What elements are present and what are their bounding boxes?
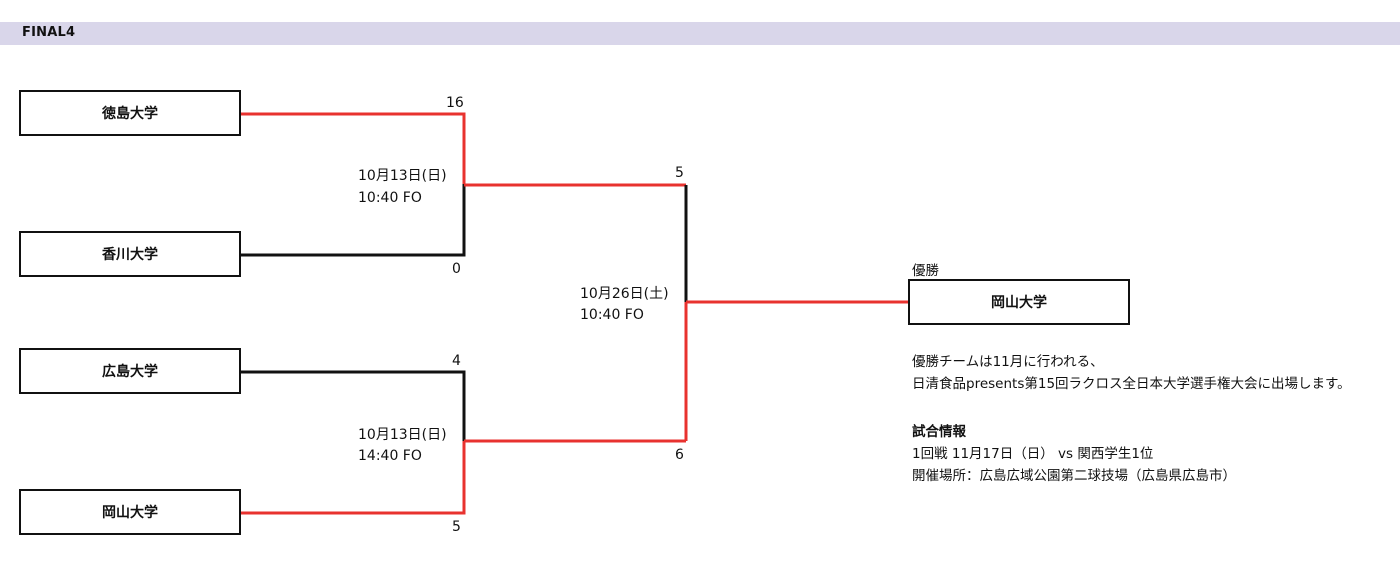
- info-venue: 開催場所：広島広域公園第二球技場（広島県広島市）: [912, 468, 1236, 484]
- sf1-date: 10月13日(日): [358, 168, 447, 184]
- final-score-top: 5: [675, 165, 684, 181]
- sf1-score-top: 16: [446, 95, 464, 111]
- header-bar: FINAL4: [0, 22, 1400, 45]
- line-hiroshima-lose: [241, 370, 466, 441]
- final-score-bottom: 6: [675, 447, 684, 463]
- team-name: 岡山大学: [991, 295, 1047, 311]
- info-match: 1回戦 11月17日（日） vs 関西学生1位: [912, 446, 1154, 462]
- sf2-score-bottom: 5: [452, 519, 461, 535]
- sf2-date: 10月13日(日): [358, 427, 447, 443]
- team-name: 岡山大学: [102, 505, 158, 521]
- info-line-1: 優勝チームは11月に行われる、: [912, 354, 1104, 370]
- info-line-2: 日清食品presents第15回ラクロス全日本大学選手権大会に出場します。: [912, 376, 1351, 392]
- line-tokushima-win: [241, 112, 466, 184]
- final-time: 10:40 FO: [580, 307, 644, 323]
- sf1-score-bottom: 0: [452, 261, 461, 277]
- team-name: 香川大学: [102, 247, 158, 263]
- team-box-okayama: 岡山大学: [19, 489, 241, 535]
- header-title: FINAL4: [22, 25, 76, 40]
- team-name: 広島大学: [102, 364, 158, 380]
- sf1-time: 10:40 FO: [358, 190, 422, 206]
- champion-label: 優勝: [912, 263, 939, 279]
- line-kagawa-lose: [241, 184, 466, 257]
- team-box-kagawa: 香川大学: [19, 231, 241, 277]
- team-name: 徳島大学: [102, 106, 158, 122]
- champion-box: 岡山大学: [908, 279, 1130, 325]
- line-okayama-win: [241, 441, 466, 515]
- team-box-hiroshima: 広島大学: [19, 348, 241, 394]
- sf2-score-top: 4: [452, 353, 461, 369]
- final-date: 10月26日(土): [580, 286, 669, 302]
- sf2-time: 14:40 FO: [358, 448, 422, 464]
- team-box-tokushima: 徳島大学: [19, 90, 241, 136]
- info-heading: 試合情報: [912, 424, 966, 440]
